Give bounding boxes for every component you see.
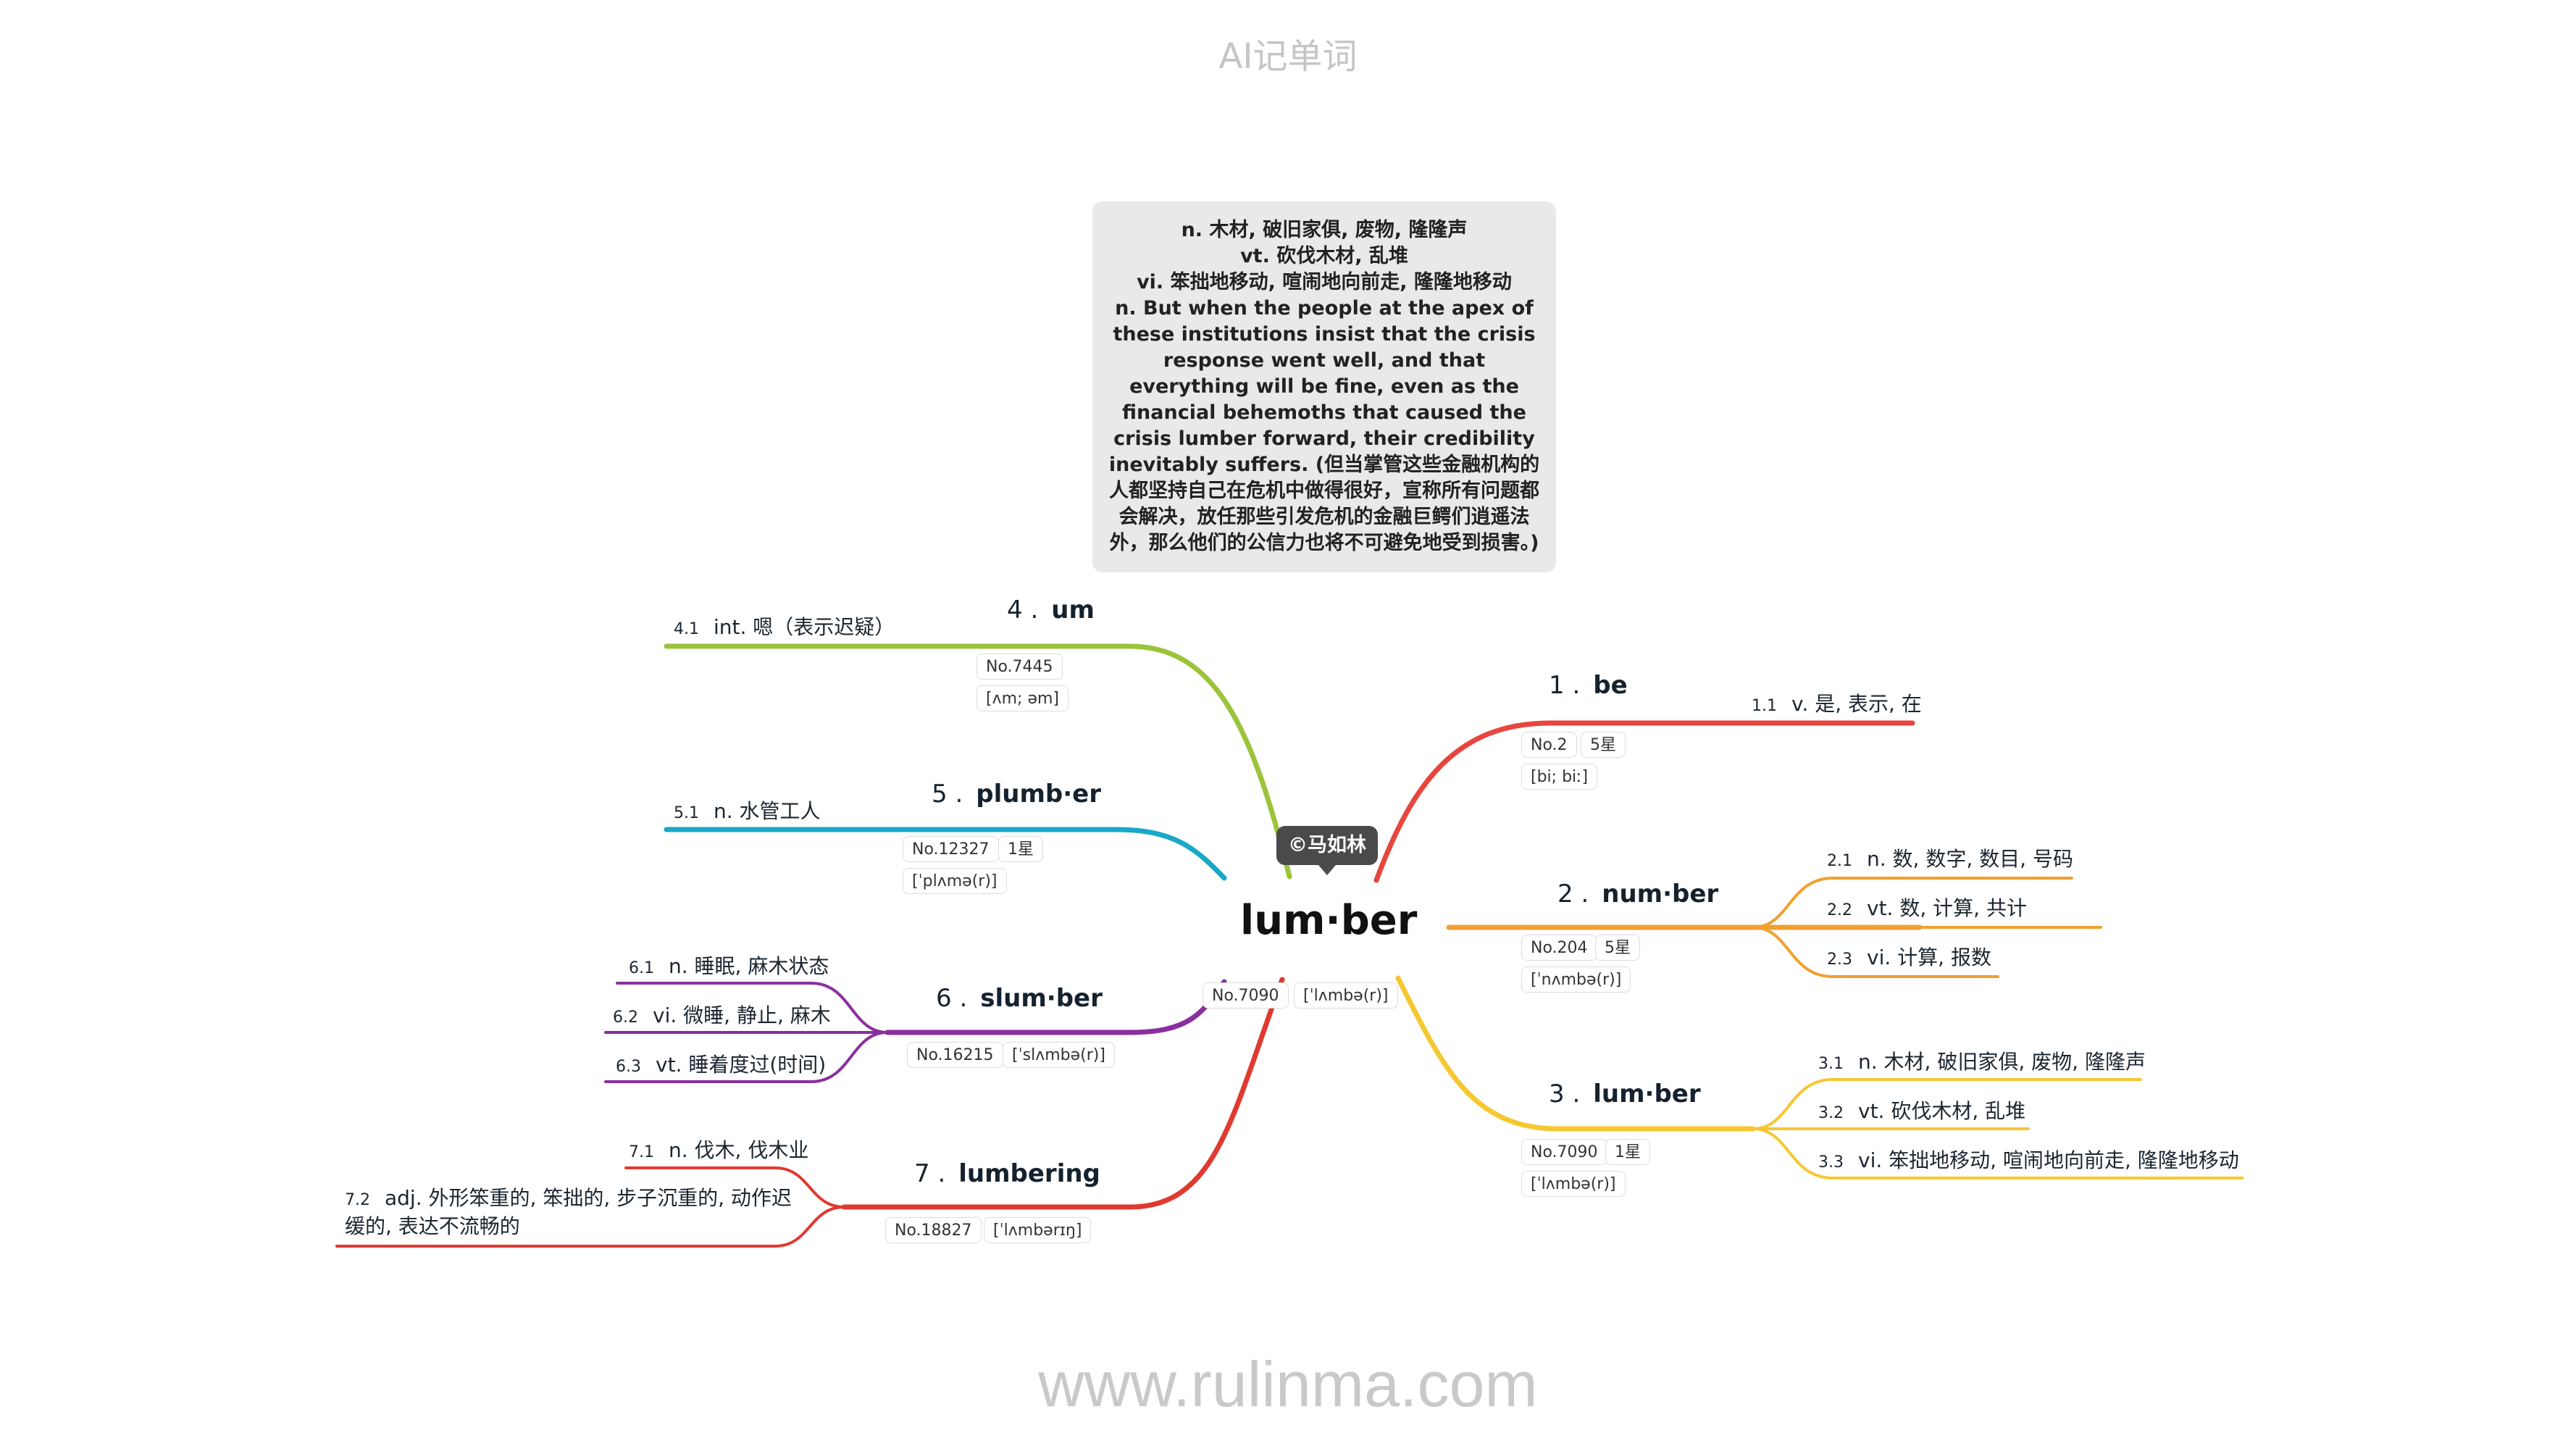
branch-word-1[interactable]: 1 . be [1549,671,1628,700]
note-line: vt. 砍伐木材, 乱堆 [1240,245,1408,267]
connector-7 [841,977,1285,1210]
star-tag: 1星 [1605,1139,1650,1165]
connector-7-2 [335,1206,845,1248]
branch-number: 6 . [936,984,968,1013]
branch-number: 4 . [1007,596,1039,625]
ipa-tag: [ˈlʌmbərɪŋ] [984,1217,1092,1243]
branch-number: 5 . [932,780,963,809]
rank-tag: No.12327 [903,836,999,862]
branch-word-4[interactable]: 4 . um [1007,596,1095,625]
branch-number: 2 . [1557,880,1589,909]
branch-number: 3 . [1549,1080,1581,1108]
note-line: n. 木材, 破旧家俱, 废物, 隆隆声 [1181,219,1468,241]
rank-tag: No.16215 [907,1042,1003,1068]
connector-7-1 [624,1166,845,1208]
central-number-tag: No.7090 [1203,982,1289,1009]
note-line: n. But when the people at the apex of th… [1108,297,1540,554]
central-word[interactable]: lum·ber [1240,897,1418,944]
ipa-tag: [ˈlʌmbə(r)] [1521,1171,1626,1197]
star-tag: 5星 [1595,935,1640,961]
connector-6-3 [604,1031,889,1083]
branch-number: 7 . [914,1159,946,1188]
connector-1 [1373,720,1915,883]
branch-word-7[interactable]: 7 . lumbering [914,1159,1100,1188]
star-tag: 5星 [1581,732,1626,758]
ipa-tag: [ˈnʌmbə(r)] [1521,966,1631,993]
page-header: AI记单词 [1218,36,1358,77]
branch-word: lumbering [958,1159,1100,1188]
page-footer-url: www.rulinma.com [1038,1348,1538,1420]
ipa-tag: [ˈplʌmə(r)] [903,868,1007,894]
connector-6-1 [616,982,889,1034]
rank-tag: No.204 [1521,935,1597,961]
rank-tag: No.7090 [1521,1139,1607,1165]
central-ipa-tag: [ˈlʌmbə(r)] [1294,982,1398,1009]
branch-word: num·ber [1602,880,1719,909]
connector-3-1 [1752,1078,2142,1130]
ipa-tag: [ʌm; əm] [977,685,1069,711]
connector-3 [1395,975,1756,1132]
branch-word: be [1593,671,1628,700]
connector-2-3 [1752,926,1999,978]
ipa-tag: [ˈslʌmbə(r)] [1003,1042,1115,1068]
star-tag: 1星 [998,836,1043,862]
note-line: vi. 笨拙地移动, 喧闹地向前走, 隆隆地移动 [1137,271,1512,293]
rank-tag: No.18827 [885,1217,982,1243]
branch-word: plumb·er [976,780,1101,809]
branch-word: slum·ber [980,984,1103,1013]
connector-4 [664,643,1292,880]
ipa-tag: [bi; biː] [1521,764,1598,790]
branch-word-5[interactable]: 5 . plumb·er [932,780,1101,809]
branch-number: 1 . [1549,671,1581,700]
rank-tag: No.7445 [977,653,1063,680]
branch-word: lum·ber [1593,1080,1701,1108]
rank-tag: No.2 [1521,732,1577,758]
connector-2-1 [1752,877,2073,929]
branch-word: um [1051,596,1095,625]
example-note: n. 木材, 破旧家俱, 废物, 隆隆声 vt. 砍伐木材, 乱堆 vi. 笨拙… [1092,201,1556,572]
copyright-badge: ©马如林 [1276,826,1378,875]
connector-3-3 [1752,1127,2243,1179]
branch-word-6[interactable]: 6 . slum·ber [936,984,1103,1013]
branch-word-2[interactable]: 2 . num·ber [1557,880,1718,909]
branch-word-3[interactable]: 3 . lum·ber [1549,1080,1701,1108]
connector-5 [664,827,1227,881]
